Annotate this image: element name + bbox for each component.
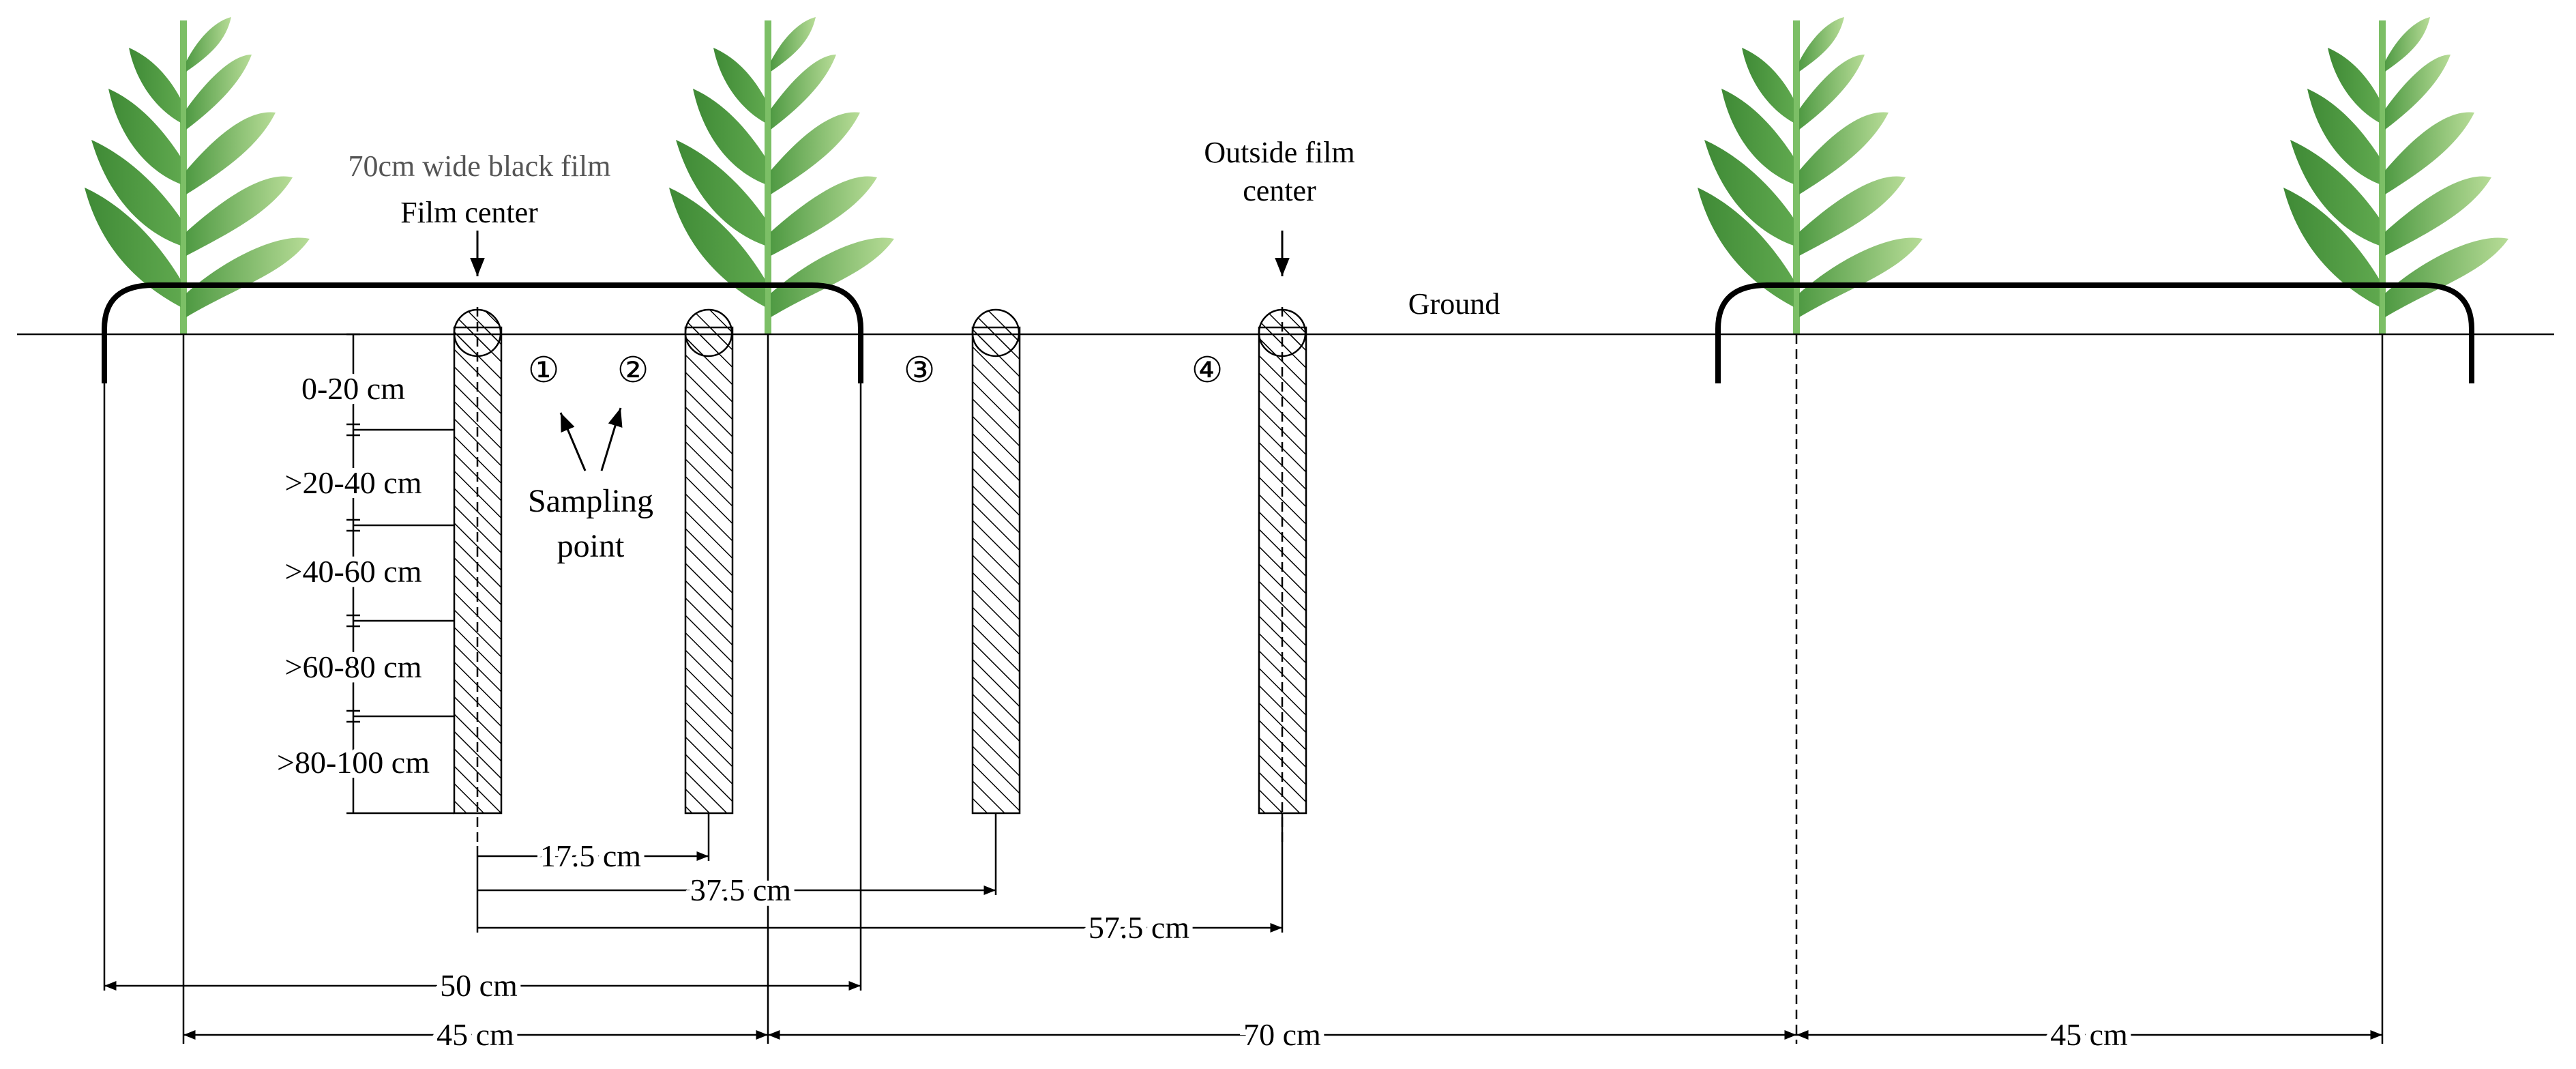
black-film-left: [102, 282, 863, 383]
sampling-arrow-right: [600, 407, 623, 471]
depth-label-2: >20-40 cm: [285, 465, 422, 500]
dim-57-5-label: 57.5 cm: [1089, 910, 1189, 945]
sampling-column-3: [971, 308, 1021, 815]
depth-label-5: >80-100 cm: [277, 745, 430, 780]
dim-45-left-label: 45 cm: [436, 1017, 514, 1052]
sampling-arrow-left: [559, 412, 587, 471]
dim-17-5-label: 17.5 cm: [540, 838, 641, 873]
depth-label-1: 0-20 cm: [301, 371, 405, 406]
point-marker-1: ①: [528, 351, 560, 390]
dim-45-right-label: 45 cm: [2050, 1017, 2128, 1052]
outside-center-label-line1: Outside film: [1204, 136, 1354, 169]
point-marker-4: ④: [1191, 351, 1224, 390]
depth-label-4: >60-80 cm: [285, 649, 422, 684]
outside-center-label-line2: center: [1243, 174, 1316, 207]
dim-70-label: 70 cm: [1243, 1017, 1321, 1052]
black-film-right: [1715, 282, 2474, 383]
sampling-label-line2: point: [557, 528, 625, 564]
depth-label-3: >40-60 cm: [285, 554, 422, 589]
sampling-column-2: [684, 308, 734, 815]
film-label: 70cm wide black film: [349, 149, 611, 183]
dim-50-label: 50 cm: [440, 968, 518, 1003]
point-marker-3: ③: [904, 351, 936, 390]
sampling-label-line1: Sampling: [528, 483, 653, 519]
depth-scale: [346, 333, 454, 815]
film-center-label: Film center: [400, 196, 538, 229]
ground-label: Ground: [1408, 287, 1500, 321]
point-marker-2: ②: [617, 351, 649, 390]
dim-37-5-label: 37.5 cm: [690, 873, 791, 907]
